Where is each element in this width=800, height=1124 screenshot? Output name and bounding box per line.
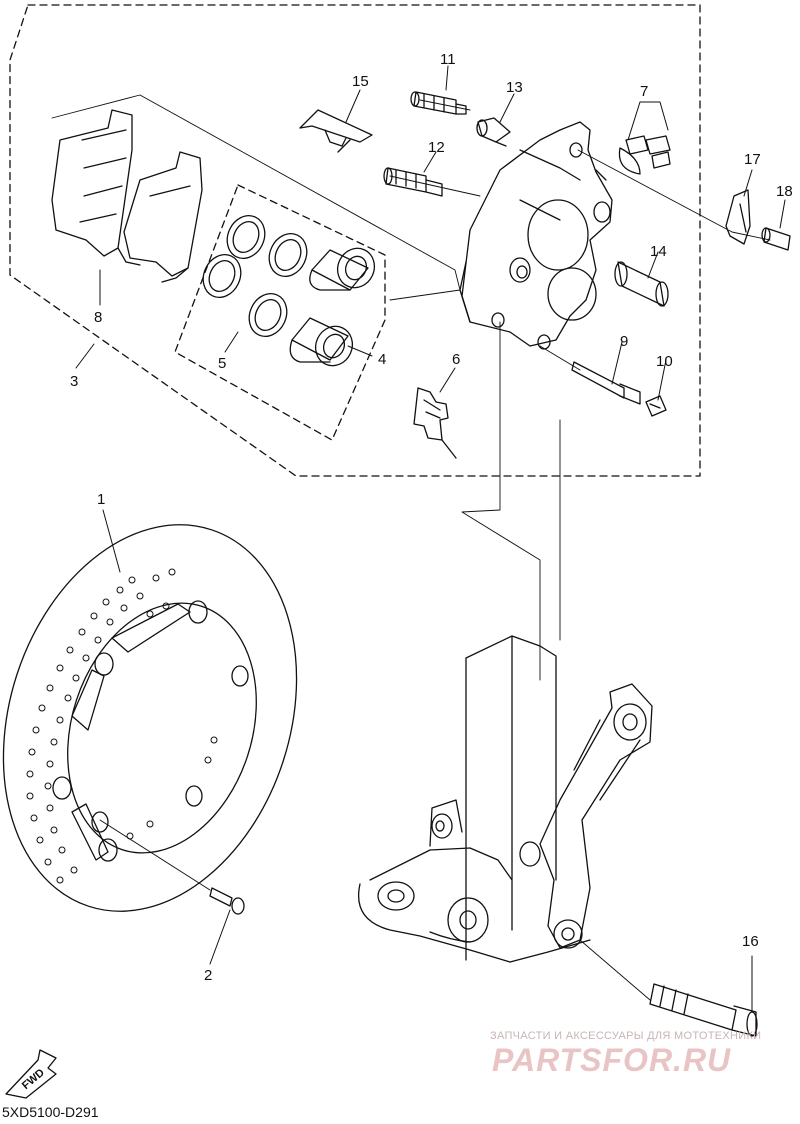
pad-pin-part-12	[383, 167, 443, 197]
callout-2: 2	[204, 967, 212, 984]
callout-8: 8	[94, 309, 102, 326]
brake-pad-part-8	[51, 109, 141, 266]
leader-lines	[75, 65, 786, 1011]
callout-3: 3	[70, 373, 78, 390]
caliper-assembly-boundary	[9, 4, 701, 477]
disc-bolt-part-2	[209, 887, 245, 915]
pad-support-part-6	[413, 387, 457, 459]
callout-numbers: 1 2 3 4 5 6 7 8 9 10 11 12 13 14 15 16 1…	[20, 51, 793, 1092]
slide-pin-part-14	[614, 261, 669, 307]
callout-15: 15	[352, 73, 369, 90]
callout-1: 1	[97, 491, 105, 508]
callout-18: 18	[776, 183, 793, 200]
callout-7: 7	[640, 83, 648, 100]
nut-part-10	[645, 395, 667, 417]
seal-kit-boundary	[174, 184, 386, 441]
bracket-part-17	[725, 189, 751, 245]
callout-9: 9	[620, 333, 628, 350]
callout-6: 6	[452, 351, 460, 368]
pistons-part-4	[289, 247, 376, 367]
disc-holes	[26, 568, 218, 884]
brake-disc-part-1	[2, 524, 298, 912]
fwd-arrow-icon	[5, 1049, 57, 1099]
callout-5: 5	[218, 355, 226, 372]
bolt-part-18	[761, 227, 791, 251]
bleed-cap-part-13	[476, 117, 511, 147]
diagram-code: 5XD5100-D291	[2, 1104, 99, 1120]
callout-17: 17	[744, 151, 761, 168]
axle-bolt-part-16	[649, 983, 758, 1037]
callout-13: 13	[506, 79, 523, 96]
piston-seals-part-5	[202, 215, 308, 337]
callout-11: 11	[440, 51, 456, 68]
callout-4: 4	[378, 351, 386, 368]
callout-10: 10	[656, 353, 673, 370]
watermark-tagline: ЗАПЧАСТИ И АКСЕССУАРЫ ДЛЯ МОТОТЕХНИКИ	[490, 1030, 762, 1042]
bolt-part-9	[571, 361, 641, 405]
callout-16: 16	[742, 933, 759, 950]
brake-pad-inner	[123, 151, 203, 283]
pad-spring-part-15	[299, 109, 373, 153]
pad-group-outline	[51, 94, 461, 301]
pad-pin-part-11	[410, 91, 467, 115]
caliper-bracket	[539, 683, 653, 949]
fork-leg	[358, 635, 591, 963]
assembly-lines	[99, 99, 771, 1001]
bleed-fitting-part-7	[618, 135, 671, 175]
callout-14: 14	[650, 243, 667, 260]
watermark-logo: PARTSFOR.RU	[492, 1042, 732, 1078]
caliper-body	[459, 121, 613, 350]
callout-12: 12	[428, 139, 445, 156]
